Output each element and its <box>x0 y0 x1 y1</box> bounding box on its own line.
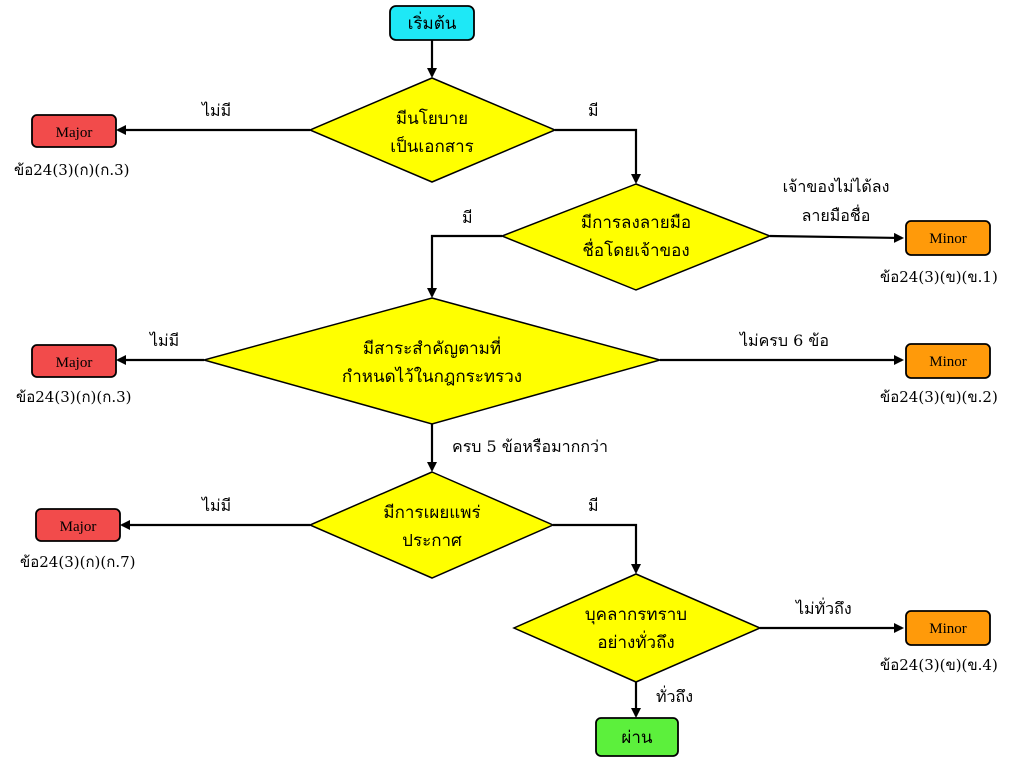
edge-label-d1-no: ไม่มี <box>200 101 231 120</box>
decision-owner-signature-line2: ชื่อโดยเจ้าของ <box>582 238 689 261</box>
edge-label-d1-yes: มี <box>588 101 599 120</box>
outcome-minor-3-ref: ข้อ24(3)(ข)(ข.4) <box>880 656 998 674</box>
outcome-major-2-label: Major <box>56 355 93 371</box>
edge-d4-d5 <box>553 523 641 574</box>
edge-label-d2-yes: มี <box>462 208 473 227</box>
outcome-major-1: Major ข้อ24(3)(ก)(ก.3) <box>14 114 129 179</box>
edge-label-d4-no: ไม่มี <box>200 496 231 515</box>
outcome-minor-1: Minor ข้อ24(3)(ข)(ข.1) <box>880 220 998 286</box>
decision-policy-document: มีนโยบาย เป็นเอกสาร <box>308 77 557 183</box>
decision-staff-aware-line1: บุคลากรทราบ <box>585 605 687 625</box>
edge-d2-d3 <box>427 234 502 298</box>
pass-node: ผ่าน <box>595 717 679 757</box>
edge-label-d3-partial: ไม่ครบ 6 ข้อ <box>738 331 829 350</box>
decision-published: มีการเผยแพร่ ประกาศ <box>308 471 555 579</box>
outcome-major-1-label: Major <box>56 125 93 141</box>
edge-label-d4-yes: มี <box>588 496 599 515</box>
edge-label-d5-no: ไม่ทั่วถึง <box>794 597 852 618</box>
decision-essential-content-line1: มีสาระสำคัญตามที่ <box>363 336 501 359</box>
decision-owner-signature-line1: มีการลงลายมือ <box>581 213 691 233</box>
decision-essential-content: มีสาระสำคัญตามที่ กำหนดไว้ในกฎกระทรวง <box>201 297 663 425</box>
decision-essential-content-line2: กำหนดไว้ในกฎกระทรวง <box>342 366 522 387</box>
outcome-minor-2-ref: ข้อ24(3)(ข)(ข.2) <box>880 388 998 406</box>
outcome-minor-2-label: Minor <box>929 354 967 370</box>
outcome-major-1-ref: ข้อ24(3)(ก)(ก.3) <box>14 161 129 179</box>
decision-owner-signature: มีการลงลายมือ ชื่อโดยเจ้าของ <box>499 183 773 291</box>
outcome-major-3-label: Major <box>60 519 97 535</box>
edges <box>116 40 904 718</box>
outcome-minor-3: Minor ข้อ24(3)(ข)(ข.4) <box>880 610 998 674</box>
outcome-major-3: Major ข้อ24(3)(ก)(ก.7) <box>20 508 135 571</box>
outcome-major-2-ref: ข้อ24(3)(ก)(ก.3) <box>16 388 131 406</box>
outcome-minor-1-label: Minor <box>929 231 967 247</box>
start-label: เริ่มต้น <box>408 11 457 34</box>
decision-staff-aware-line2: อย่างทั่วถึง <box>597 630 674 653</box>
edge-label-d3-no: ไม่มี <box>148 331 179 350</box>
outcome-major-2: Major ข้อ24(3)(ก)(ก.3) <box>16 344 131 406</box>
edge-label-d3-yes: ครบ 5 ข้อหรือมากกว่า <box>452 437 608 456</box>
outcome-major-3-ref: ข้อ24(3)(ก)(ก.7) <box>20 553 135 571</box>
decision-published-line1: มีการเผยแพร่ <box>383 503 480 523</box>
edge-d2-minor1 <box>769 232 904 243</box>
decision-published-line2: ประกาศ <box>402 531 462 551</box>
decision-policy-document-line2: เป็นเอกสาร <box>390 135 474 157</box>
outcome-minor-2: Minor ข้อ24(3)(ข)(ข.2) <box>880 343 998 406</box>
decision-staff-aware: บุคลากรทราบ อย่างทั่วถึง <box>512 573 762 683</box>
edge-d1-d2 <box>555 128 641 184</box>
outcome-minor-3-label: Minor <box>929 621 967 637</box>
pass-label: ผ่าน <box>621 728 653 748</box>
edge-label-d2-no-line2: ลายมือชื่อ <box>802 204 871 225</box>
edge-label-d2-no-line1: เจ้าของไม่ได้ลง <box>783 177 890 196</box>
edge-label-d5-yes: ทั่วถึง <box>656 685 693 706</box>
start-node: เริ่มต้น <box>389 5 475 41</box>
outcome-minor-1-ref: ข้อ24(3)(ข)(ข.1) <box>880 268 998 286</box>
decision-policy-document-line1: มีนโยบาย <box>396 108 468 129</box>
